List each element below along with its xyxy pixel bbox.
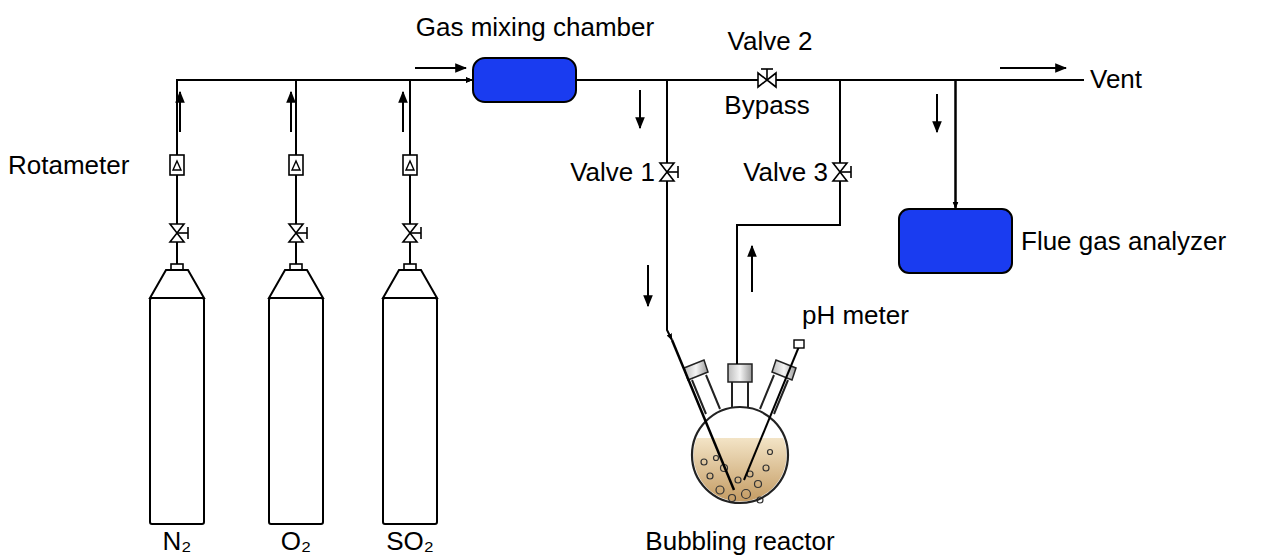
gas-pipe [410,80,472,258]
bubbling-flask: Bubbling reactor [620,340,860,558]
chamber-shape [472,57,577,103]
gas-cylinder: N₂ [142,258,212,558]
valve-label: Valve 3 [743,157,828,187]
label-holder: Flue gas analyzer [1021,226,1226,256]
valve-label: Valve 1 [570,157,655,187]
cylinder-outline [375,258,445,558]
gas-cylinder: SO₂ [375,258,445,558]
valve-label: Bypass [724,90,809,120]
mixing-chamber: Gas mixing chamber [385,12,685,107]
label-holder: SO₂ [355,526,465,556]
label-holder: Rotameter [8,150,129,180]
analyzer-box: Flue gas analyzer [898,208,1238,274]
label-holder: Bypass [724,90,809,120]
valve-label: Valve 2 [728,26,813,56]
label-holder: Vent [1090,64,1142,94]
node-label: SO₂ [355,526,465,556]
label-holder: O₂ [241,526,351,556]
label-holder: Valve 1 [570,157,655,187]
label-holder: Valve 2 [728,26,813,56]
cylinder-outline [142,258,212,558]
label-holder: Gas mixing chamber [385,12,685,42]
label-holder: Valve 3 [743,157,828,187]
label-holder: N₂ [122,526,232,556]
label-holder: Bubbling reactor [620,526,860,556]
node-label: N₂ [122,526,232,556]
part-label: Rotameter [8,150,129,180]
vent-pipe [955,79,1084,81]
node-label: Bubbling reactor [620,526,860,556]
outlet-label: Vent [1090,64,1142,94]
probe-label: pH meter [802,300,909,330]
gas-pipe [577,80,672,340]
node-label: O₂ [241,526,351,556]
node-label: Flue gas analyzer [1021,226,1226,256]
gas-pipe [577,80,956,208]
node-label: Gas mixing chamber [385,12,685,42]
cylinder-outline [261,258,331,558]
rotameter-symbol [170,155,417,175]
label-holder: pH meter [802,300,909,330]
flow-arrow [180,68,1066,306]
gas-pipe [177,80,472,258]
flask-outline [620,340,860,558]
analyzer-shape [898,208,1013,274]
gas-cylinder: O₂ [261,258,331,558]
gas-pipe [296,80,472,258]
